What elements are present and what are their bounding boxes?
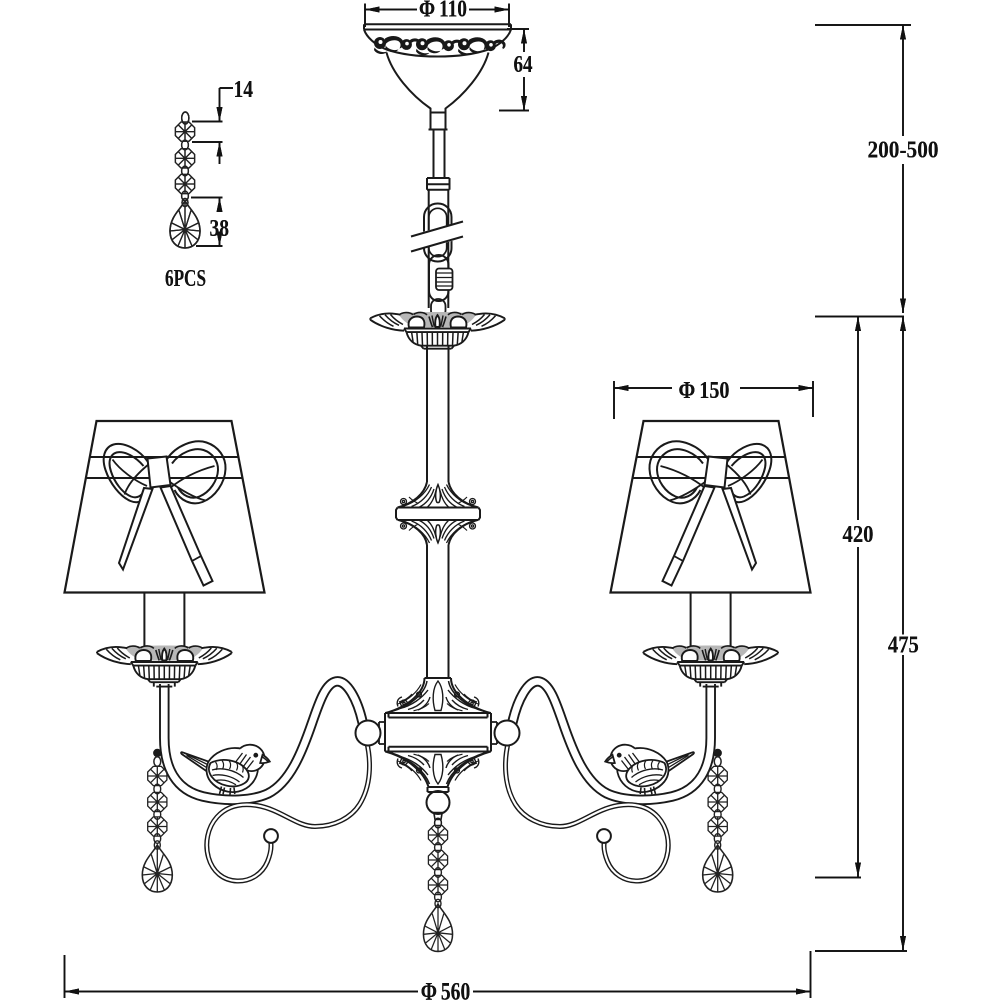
svg-text:475: 475 xyxy=(888,633,919,659)
svg-text:200-500: 200-500 xyxy=(868,138,939,164)
svg-text:38: 38 xyxy=(209,216,229,242)
svg-text:Φ 150: Φ 150 xyxy=(679,378,730,404)
svg-text:420: 420 xyxy=(843,522,874,548)
svg-text:64: 64 xyxy=(514,52,533,78)
svg-text:475: 475 xyxy=(888,633,919,659)
svg-text:38: 38 xyxy=(209,216,229,242)
svg-text:6PCS: 6PCS xyxy=(165,266,206,292)
svg-text:14: 14 xyxy=(233,77,253,103)
svg-text:Φ 110: Φ 110 xyxy=(419,0,467,23)
svg-text:Φ 150: Φ 150 xyxy=(679,378,730,404)
svg-text:64: 64 xyxy=(514,52,533,78)
svg-text:14: 14 xyxy=(233,77,253,103)
svg-text:420: 420 xyxy=(843,522,874,548)
svg-text:Φ 560: Φ 560 xyxy=(421,977,471,1000)
svg-text:Φ 560: Φ 560 xyxy=(421,977,471,1000)
svg-text:200-500: 200-500 xyxy=(868,138,939,164)
svg-text:6PCS: 6PCS xyxy=(165,266,206,292)
svg-text:Φ 110: Φ 110 xyxy=(419,0,467,23)
